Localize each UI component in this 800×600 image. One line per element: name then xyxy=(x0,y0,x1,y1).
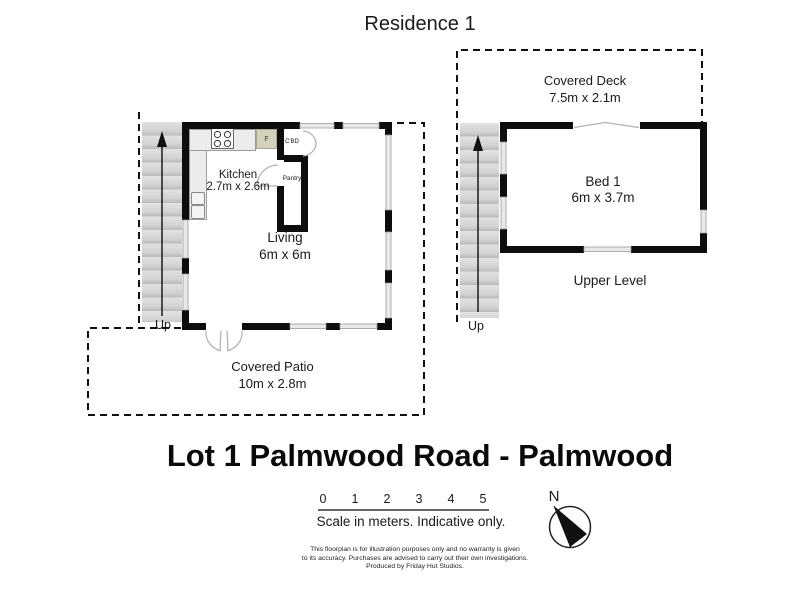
covered-deck-name: Covered Deck xyxy=(543,73,627,88)
covered-patio-dimensions: 10m x 2.8m xyxy=(238,376,307,391)
compass-needle xyxy=(554,506,587,547)
compass-icon xyxy=(548,505,592,549)
compass-north-label: N xyxy=(548,488,560,505)
french-door-arc-left xyxy=(205,330,222,352)
covered-patio-name: Covered Patio xyxy=(231,359,314,374)
scale-tick: 0 xyxy=(319,492,327,506)
stove-cooktop xyxy=(211,128,234,149)
living-label: Living 6m x 6m xyxy=(225,229,345,263)
disclaimer-line1: This floorplan is for illustration purpo… xyxy=(310,546,520,553)
ground-floor-walls xyxy=(182,122,392,330)
disclaimer: This floorplan is for illustration purpo… xyxy=(215,546,615,572)
ground-floor-windows xyxy=(182,123,392,329)
bed1-label: Bed 1 6m x 3.7m xyxy=(543,174,663,206)
ground-stairs xyxy=(142,122,182,322)
living-name: Living xyxy=(267,230,303,245)
compass-circle xyxy=(548,505,592,549)
sink-bowl-bottom xyxy=(191,205,205,219)
scale-tick: 3 xyxy=(415,492,423,506)
ground-stairs-up-label: Up xyxy=(155,318,171,332)
french-door-leaf-left xyxy=(219,330,222,352)
compass-needle-line xyxy=(553,505,572,549)
cupboard-label: C'BD xyxy=(285,139,299,145)
kitchen-dimensions: 2.7m x 2.6m xyxy=(206,181,270,193)
cupboard-door-arc-bottom xyxy=(302,143,317,157)
scale-tick: 1 xyxy=(351,492,359,506)
upper-stairs-up-label: Up xyxy=(468,319,484,333)
covered-deck-label: Covered Deck 7.5m x 2.1m xyxy=(505,72,665,106)
bed1-dimensions: 6m x 3.7m xyxy=(571,190,635,205)
sink-bowl-top xyxy=(191,192,205,205)
scale-tick: 5 xyxy=(479,492,487,506)
disclaimer-line2: to its accuracy. Purchases are advised t… xyxy=(301,554,529,562)
fridge: F xyxy=(256,129,277,149)
upper-stairs xyxy=(460,123,499,318)
french-door-arc-right xyxy=(226,330,243,352)
deck-slider-door xyxy=(573,121,640,129)
scale-caption: Scale in meters. Indicative only. xyxy=(316,514,506,529)
kitchen-name: Kitchen xyxy=(218,169,258,181)
covered-deck-dimensions: 7.5m x 2.1m xyxy=(549,90,621,105)
residence-title: Residence 1 xyxy=(364,13,476,35)
fridge-label: F xyxy=(264,135,269,143)
cupboard-door-arc-top xyxy=(302,130,317,144)
kitchen-label: Kitchen 2.7m x 2.6m xyxy=(188,169,288,193)
covered-patio-label: Covered Patio 10m x 2.8m xyxy=(195,358,350,392)
upper-level-label: Upper Level xyxy=(573,273,647,288)
living-dimensions: 6m x 6m xyxy=(259,247,311,262)
scale-tick: 2 xyxy=(383,492,391,506)
scale-tick: 4 xyxy=(447,492,455,506)
pantry-label: Pantry xyxy=(282,175,302,182)
french-door-leaf-right xyxy=(226,330,229,352)
disclaimer-line3: Produced by Friday Hut Studios. xyxy=(366,563,464,571)
address-title: Lot 1 Palmwood Road - Palmwood xyxy=(166,438,674,473)
bed1-name: Bed 1 xyxy=(585,174,621,189)
